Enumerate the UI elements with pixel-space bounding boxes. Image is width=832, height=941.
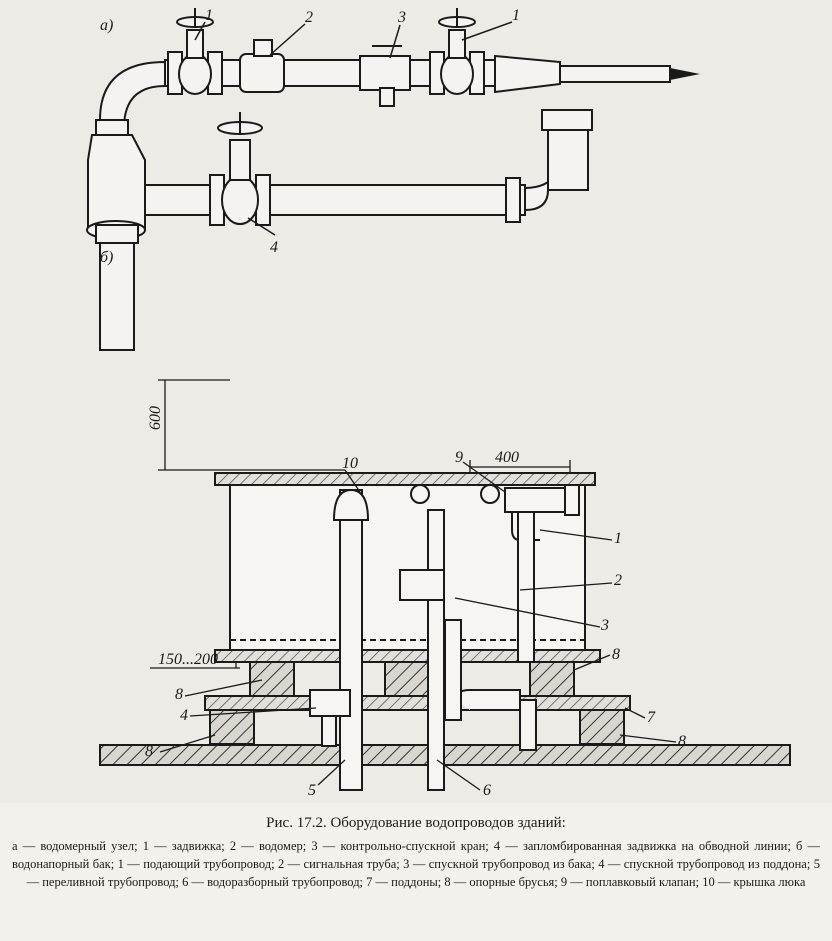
figure-caption: Рис. 17.2. Оборудование водопроводов зда… (0, 803, 832, 941)
label-manhole-lid: 10 (342, 455, 358, 472)
label-supply-pipe: 6 (483, 782, 491, 799)
label-float-valve: 9 (455, 449, 463, 466)
supply-pipe-6 (427, 509, 445, 791)
drain-tap-3 (359, 55, 411, 91)
figure-labels: а) б) 1 2 3 1 4 600 400 150...200 10 9 1… (100, 7, 686, 799)
label-sealed-valve: 4 (270, 239, 278, 256)
label-pallet: 7 (647, 709, 656, 726)
water-meter-2 (239, 53, 285, 93)
left-riser-flange (95, 224, 139, 244)
label-tank-drain: 3 (600, 617, 609, 634)
label-beam-left-lower: 8 (145, 743, 153, 760)
gate-valve-1-right-body (440, 53, 474, 95)
gate-valve-1-left-stem (186, 29, 204, 59)
label-drain-tap: 3 (397, 9, 406, 26)
pallet-drain-4 (309, 689, 351, 717)
overflow-pipe-5 (339, 489, 363, 791)
caption-title: Рис. 17.2. Оборудование водопроводов зда… (266, 815, 566, 831)
sealed-valve-4-body (221, 175, 259, 225)
label-beam-right-lower: 8 (678, 733, 686, 750)
water-tank (99, 472, 791, 791)
right-outlet-reducer (494, 54, 561, 94)
drain-pipe-3 (399, 569, 445, 601)
leaders-part-a (194, 21, 513, 236)
left-reducer (87, 134, 146, 231)
label-inlet-pipe: 1 (614, 530, 622, 547)
water-meter-assembly (86, 8, 671, 351)
left-flange (95, 119, 129, 136)
label-water-meter: 2 (305, 9, 313, 26)
caption-legend: а — водомерный узел; 1 — задвижка; 2 — в… (12, 839, 820, 889)
label-beam-right-upper: 8 (612, 646, 620, 663)
support-beams-upper (249, 661, 575, 697)
label-signal-pipe: 2 (614, 572, 622, 589)
bypass-pipe (144, 184, 526, 216)
label-gate-valve-right: 1 (512, 7, 520, 24)
label-pallet-drain: 4 (180, 707, 188, 724)
float-valve-9 (504, 487, 566, 513)
figure-water-supply-equipment: а) б) 1 2 3 1 4 600 400 150...200 10 9 1… (86, 7, 791, 799)
leaders-part-b (159, 461, 677, 791)
label-dim-150-200: 150...200 (158, 651, 218, 668)
label-dim-600: 600 (147, 406, 164, 430)
label-gate-valve-left: 1 (205, 7, 213, 24)
label-part-a: а) (100, 17, 113, 34)
sealed-valve-4-stem (229, 139, 251, 181)
gate-valve-1-left-body (178, 53, 212, 95)
label-overflow-pipe: 5 (308, 782, 316, 799)
right-elbow-flange (541, 109, 593, 131)
label-dim-400: 400 (495, 449, 519, 466)
pallet-upper (214, 649, 601, 663)
left-riser-pipe (99, 239, 135, 351)
inlet-pipe-1 (517, 511, 535, 663)
pallet-lower (204, 695, 631, 711)
label-beam-left-upper: 8 (175, 686, 183, 703)
support-beams-lower (209, 709, 625, 745)
left-elbow (98, 60, 166, 130)
right-outlet-pipe (559, 65, 671, 83)
label-part-b: б) (100, 249, 113, 266)
tank-lid (214, 472, 596, 486)
